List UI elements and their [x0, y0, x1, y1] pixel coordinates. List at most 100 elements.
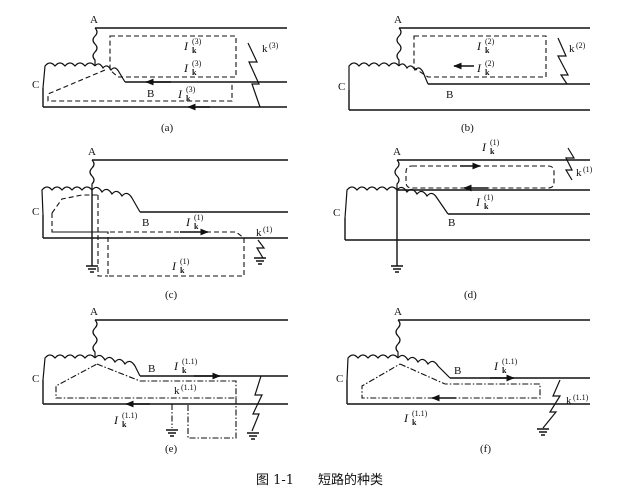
panel-f-caption: (f)	[480, 443, 491, 455]
panel-e-ground-loop	[171, 398, 237, 439]
svg-text:I: I	[185, 215, 191, 229]
svg-text:k: k	[412, 418, 417, 427]
panel-e-current-2: I k (1.1)	[113, 411, 138, 429]
panel-a-label-b: B	[147, 88, 154, 100]
svg-text:k: k	[174, 385, 180, 397]
panel-e-loop	[55, 363, 237, 399]
figure-number: 图 1-1	[256, 473, 294, 488]
panel-f-wiring	[346, 319, 590, 436]
panel-a-loop-c	[47, 69, 233, 102]
panel-d-caption: (d)	[464, 289, 477, 301]
svg-text:(1.1): (1.1)	[412, 409, 428, 418]
svg-text:k: k	[186, 94, 191, 103]
panel-c-label-c: C	[32, 206, 39, 218]
panel-e-label-b: B	[148, 363, 155, 375]
panel-a-current-2: I k (3)	[183, 59, 202, 77]
panel-c-wiring	[41, 159, 288, 273]
panel-f-fault-bolt	[542, 379, 562, 429]
panel-b-current-2: I k (2)	[476, 59, 495, 77]
panel-b-label-a: A	[394, 14, 402, 26]
panel-d-wiring	[344, 159, 590, 273]
svg-text:k: k	[194, 222, 199, 231]
panel-a-fault-label: k (3)	[262, 41, 279, 55]
svg-text:I: I	[177, 87, 183, 101]
panel-e-label-c: C	[32, 373, 39, 385]
panel-f-current-2: I k (1.1)	[403, 409, 428, 427]
svg-text:(2): (2)	[485, 37, 495, 46]
svg-text:k: k	[566, 395, 572, 407]
svg-text:(2): (2)	[576, 41, 586, 50]
panel-c-current-1: I k (1)	[185, 213, 204, 231]
panel-b: A C B I k (2) I k (2) k (2) (b)	[338, 14, 590, 134]
panel-d-fault-bolt	[564, 147, 576, 181]
panel-a: A C B I k (3) I k (3) I k (3) k (3) (a)	[32, 14, 287, 134]
panel-b-label-c: C	[338, 81, 345, 93]
svg-text:(1.1): (1.1)	[502, 357, 518, 366]
panel-d-label-c: C	[333, 207, 340, 219]
svg-text:(1.1): (1.1)	[182, 357, 198, 366]
panel-c-return	[97, 195, 108, 277]
panel-b-fault-label: k (2)	[569, 41, 586, 55]
panel-e-current-1: I k (1.1)	[173, 357, 198, 375]
svg-text:I: I	[173, 359, 179, 373]
svg-text:(1.1): (1.1)	[181, 383, 197, 392]
panel-d-loop	[405, 165, 555, 189]
figure-title: 图 1-1 短路的种类	[256, 472, 383, 488]
panel-d: A C B I k (1) I k (1) k (1) (d)	[333, 138, 593, 301]
panel-f: A C B I k (1.1) I k (1.1) k (1.1) (f)	[336, 306, 590, 455]
svg-text:I: I	[476, 39, 482, 53]
panel-c-current-2: I k (1)	[171, 257, 190, 275]
svg-text:I: I	[403, 411, 409, 425]
panel-f-label-b: B	[454, 365, 461, 377]
panel-d-fault-label: k (1)	[576, 165, 593, 179]
panel-c-fault-bolt	[255, 239, 266, 259]
panel-a-caption: (a)	[161, 122, 174, 134]
svg-text:k: k	[180, 266, 185, 275]
panel-f-label-a: A	[394, 306, 402, 318]
panel-c-label-b: B	[142, 217, 149, 229]
svg-text:(2): (2)	[485, 59, 495, 68]
figure-title-text: 短路的种类	[318, 472, 383, 488]
panel-a-label-a: A	[90, 14, 98, 26]
panel-c-loop-up	[51, 194, 98, 214]
svg-text:k: k	[485, 68, 490, 77]
svg-text:k: k	[502, 366, 507, 375]
panel-e-label-a: A	[90, 306, 98, 318]
panel-b-loop	[413, 35, 547, 78]
panel-d-label-b: B	[448, 217, 455, 229]
panel-f-label-c: C	[336, 373, 343, 385]
panel-e: A C B I k (1.1) I k (1.1) k (1.1) (e)	[32, 306, 288, 455]
svg-text:(1): (1)	[583, 165, 593, 174]
svg-text:I: I	[481, 140, 487, 154]
svg-text:k: k	[485, 46, 490, 55]
svg-text:(1.1): (1.1)	[573, 393, 589, 402]
svg-text:(3): (3)	[192, 37, 202, 46]
panel-d-current-1: I k (1)	[481, 138, 500, 156]
panel-e-fault-label: k (1.1)	[174, 383, 197, 397]
svg-text:I: I	[475, 195, 481, 209]
panel-b-fault-bolt	[557, 37, 569, 85]
panel-f-current-1: I k (1.1)	[493, 357, 518, 375]
svg-text:k: k	[192, 46, 197, 55]
panel-c-fault-label: k (1)	[256, 225, 273, 239]
svg-text:k: k	[576, 167, 582, 179]
svg-text:k: k	[484, 202, 489, 211]
svg-text:k: k	[569, 43, 575, 55]
panel-c-loop	[51, 213, 245, 277]
panel-a-current-1: I k (3)	[183, 37, 202, 55]
panel-b-label-b: B	[446, 89, 453, 101]
panel-a-current-3: I k (3)	[177, 85, 196, 103]
panel-b-caption: (b)	[461, 122, 474, 134]
svg-text:k: k	[182, 366, 187, 375]
svg-text:I: I	[183, 61, 189, 75]
svg-text:k: k	[490, 147, 495, 156]
panel-b-wiring	[348, 27, 590, 111]
svg-text:I: I	[183, 39, 189, 53]
panel-a-label-c: C	[32, 79, 39, 91]
panel-a-wiring	[42, 27, 287, 108]
svg-text:(3): (3)	[269, 41, 279, 50]
svg-text:I: I	[493, 359, 499, 373]
svg-text:(3): (3)	[192, 59, 202, 68]
